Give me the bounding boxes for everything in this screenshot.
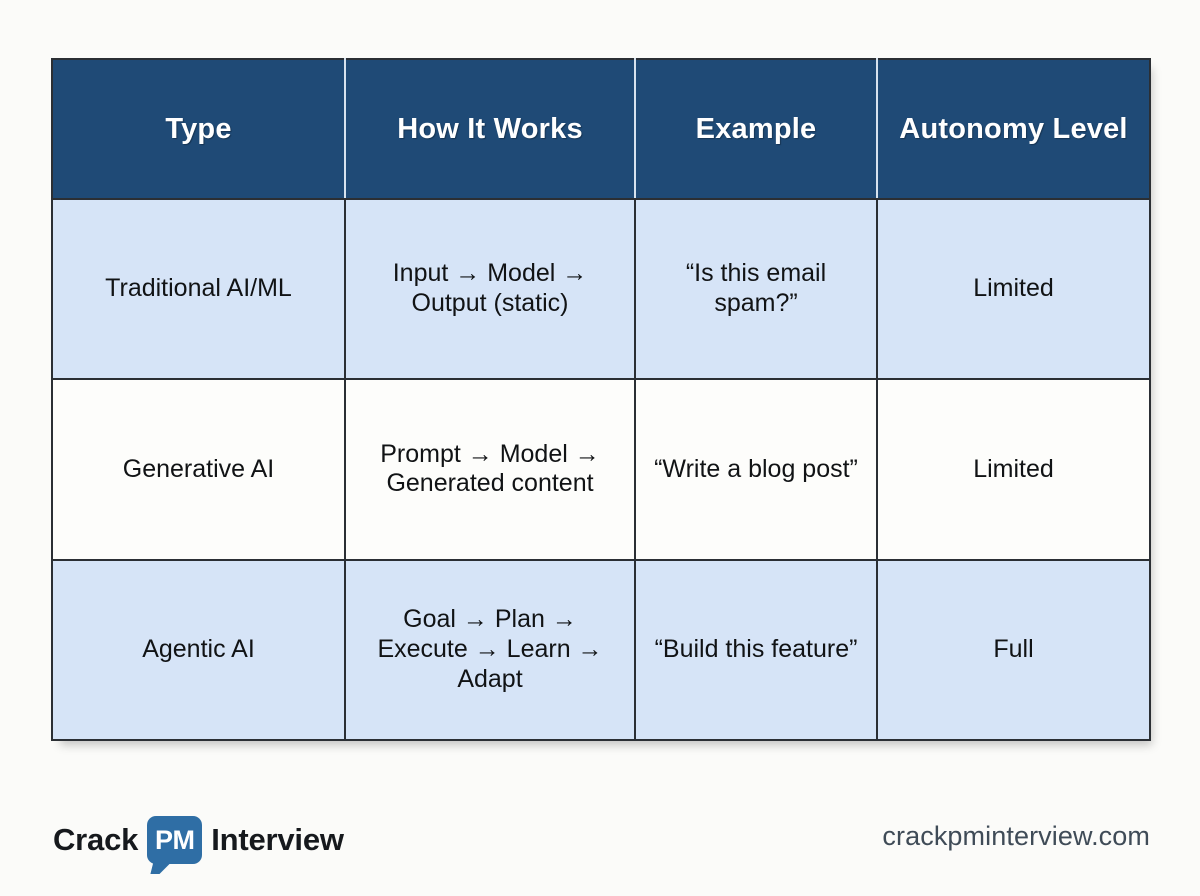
cell-autonomy: Full — [877, 559, 1150, 740]
cell-autonomy: Limited — [877, 379, 1150, 561]
cell-autonomy: Limited — [877, 199, 1150, 381]
ai-types-comparison-table: Type How It Works Example Autonomy Level… — [51, 58, 1151, 741]
site-url: crackpminterview.com — [882, 821, 1150, 851]
cell-type: Agentic AI — [52, 559, 346, 740]
column-header-how-it-works: How It Works — [345, 59, 636, 200]
cell-how-it-works: Input → Model → Output (static) — [345, 199, 636, 381]
column-header-type: Type — [52, 59, 346, 200]
cell-how-it-works: Prompt → Model → Generated content — [345, 379, 636, 561]
speech-bubble-icon: PM — [147, 816, 203, 864]
cell-type: Generative AI — [52, 379, 346, 561]
brand-logo: Crack PM Interview — [53, 810, 344, 870]
cell-example: “Is this email spam?” — [635, 199, 878, 381]
brand-word-interview: Interview — [211, 822, 344, 857]
table-row: Traditional AI/ML Input → Model → Output… — [52, 199, 1150, 381]
table-row: Agentic AI Goal → Plan → Execute → Learn… — [52, 559, 1150, 740]
cell-type: Traditional AI/ML — [52, 199, 346, 381]
cell-example: “Build this feature” — [635, 559, 878, 740]
table-body: Traditional AI/ML Input → Model → Output… — [52, 199, 1150, 740]
cell-example: “Write a blog post” — [635, 379, 878, 561]
footer: Crack PM Interview crackpminterview.com — [0, 800, 1200, 896]
table-row: Generative AI Prompt → Model → Generated… — [52, 379, 1150, 561]
comparison-table-container: Type How It Works Example Autonomy Level… — [51, 58, 1151, 741]
brand-word-crack: Crack — [53, 822, 139, 857]
table-header: Type How It Works Example Autonomy Level — [52, 59, 1150, 200]
brand-badge-pm: PM — [154, 824, 195, 855]
column-header-autonomy-level: Autonomy Level — [877, 59, 1150, 200]
cell-how-it-works: Goal → Plan → Execute → Learn → Adapt — [345, 559, 636, 740]
table-header-row: Type How It Works Example Autonomy Level — [52, 59, 1150, 200]
column-header-example: Example — [635, 59, 878, 200]
